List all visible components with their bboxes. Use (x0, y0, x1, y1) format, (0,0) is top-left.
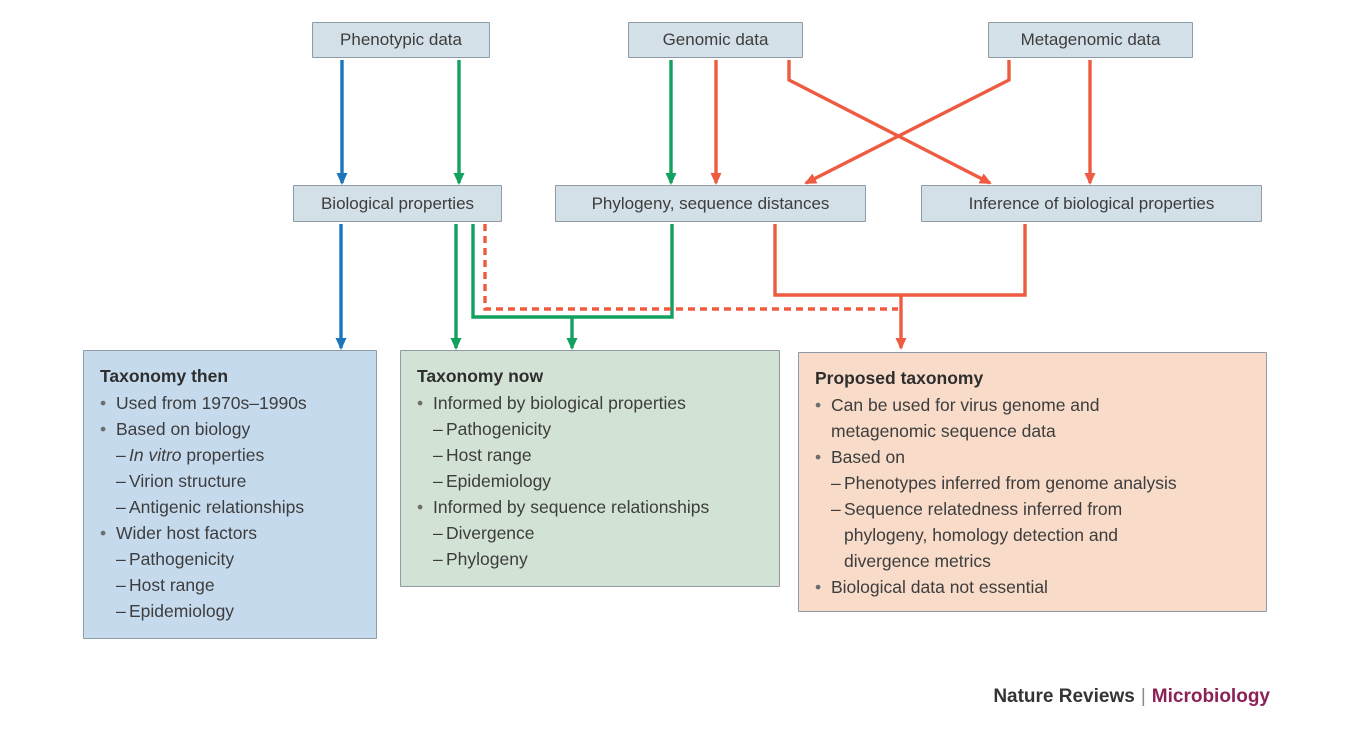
panel-proposed-taxonomy: Proposed taxonomy • Can be used for virus… (798, 352, 1267, 612)
item-text: Wider host factors (116, 523, 258, 543)
panel-taxonomy-now: Taxonomy now • Informed by biological pro… (400, 350, 780, 587)
panel-taxonomy-then: Taxonomy then • Used from 1970s–1990s • Bas… (83, 350, 377, 639)
panel-title: Taxonomy now (417, 366, 544, 386)
panel-list-item: –Phylogeny (433, 546, 765, 572)
arrow-genomic-to-inference-orange (787, 60, 992, 185)
panel-list-item: –Pathogenicity (433, 416, 765, 442)
panel-list-item: –Pathogenicity (116, 546, 362, 572)
dashed-biological-to-proposed-orange (483, 224, 898, 311)
item-text: Divergence (446, 523, 535, 543)
item-text: Epidemiology (446, 471, 552, 491)
item-text: Virion structure (129, 471, 247, 491)
bullet-marker: • (815, 395, 822, 415)
dash-marker: – (831, 499, 841, 519)
bullet-marker: • (815, 447, 822, 467)
bullet-marker: • (815, 577, 822, 597)
journal-separator: | (1140, 686, 1146, 707)
panel-list-item: –Epidemiology (433, 468, 765, 494)
bullet-marker: • (417, 497, 424, 517)
node-inference-of-biological-properties: Inference of biological properties (921, 185, 1262, 222)
bullet-marker: • (100, 393, 107, 413)
panel-list-item: –Antigenic relationships (116, 494, 362, 520)
node-genomic-data: Genomic data (628, 22, 803, 58)
panel-list-item: –Phenotypes inferred from genome analysi… (831, 470, 1252, 496)
bullet-marker: • (100, 523, 107, 543)
dash-marker: – (116, 549, 126, 569)
item-text: Host range (446, 445, 532, 465)
item-text: Based on (831, 447, 905, 467)
panel-list-item: • Based on (815, 444, 1252, 470)
panel-title: Taxonomy then (100, 366, 229, 386)
journal-credit: Nature Reviews|Microbiology (993, 686, 1270, 708)
panel-list-item: • Informed by sequence relationships (417, 494, 765, 520)
journal-name: Nature Reviews (993, 686, 1135, 707)
panel-item-list: • Used from 1970s–1990s • Based on biology –… (100, 390, 362, 624)
item-text: Antigenic relationships (129, 497, 305, 517)
dash-marker: – (116, 601, 126, 621)
arrow-metagenomic-to-phylogeny-orange (804, 60, 1011, 185)
dash-marker: – (116, 575, 126, 595)
item-text: Host range (129, 575, 215, 595)
bullet-marker: • (417, 393, 424, 413)
dash-marker: – (433, 419, 443, 439)
panel-item-list: •Informed by biological properties–Patho… (417, 390, 765, 572)
panel-list-item: • Biological data not essential (815, 574, 1252, 600)
node-metagenomic-data: Metagenomic data (988, 22, 1193, 58)
node-biological-properties: Biological properties (293, 185, 502, 222)
dash-marker: – (433, 549, 443, 569)
item-text: Used from 1970s–1990s (116, 393, 307, 413)
bullet-marker: • (100, 419, 107, 439)
panel-list-item: • Informed by biological properties (417, 390, 765, 416)
panel-list-item: • Wider host factors (100, 520, 362, 546)
item-text: Pathogenicity (129, 549, 235, 569)
panel-list-item: –Host range (116, 572, 362, 598)
node-phenotypic-data: Phenotypic data (312, 22, 490, 58)
item-text: In vitro properties (129, 445, 265, 465)
item-text: Based on biology (116, 419, 251, 439)
panel-list-item: –Divergence (433, 520, 765, 546)
connector-biological-phylogeny-green (471, 224, 674, 319)
dash-marker: – (116, 471, 126, 491)
panel-list-item: –In vitro properties (116, 442, 362, 468)
journal-section: Microbiology (1151, 686, 1270, 707)
item-text: Pathogenicity (446, 419, 552, 439)
dash-marker: – (116, 445, 126, 465)
panel-list-item: –Virion structure (116, 468, 362, 494)
node-phylogeny-sequence-distances: Phylogeny, sequence distances (555, 185, 866, 222)
connector-phylogeny-inference-orange (773, 224, 1027, 297)
dash-marker: – (116, 497, 126, 517)
panel-title: Proposed taxonomy (815, 368, 984, 388)
item-text: Phenotypes inferred from genome analysis (844, 473, 1177, 493)
dash-marker: – (433, 445, 443, 465)
item-text: Epidemiology (129, 601, 235, 621)
panel-list-item: –Host range (433, 442, 765, 468)
panel-list-item: • Used from 1970s–1990s (100, 390, 362, 416)
panel-list-item: –Epidemiology (116, 598, 362, 624)
dash-marker: – (433, 523, 443, 543)
dash-marker: – (831, 473, 841, 493)
item-text: Informed by sequence relationships (433, 497, 710, 517)
dash-marker: – (433, 471, 443, 491)
item-text: Informed by biological properties (433, 393, 686, 413)
panel-list-item: • Based on biology (100, 416, 362, 442)
item-text: Biological data not essential (831, 577, 1048, 597)
item-text: Phylogeny (446, 549, 528, 569)
